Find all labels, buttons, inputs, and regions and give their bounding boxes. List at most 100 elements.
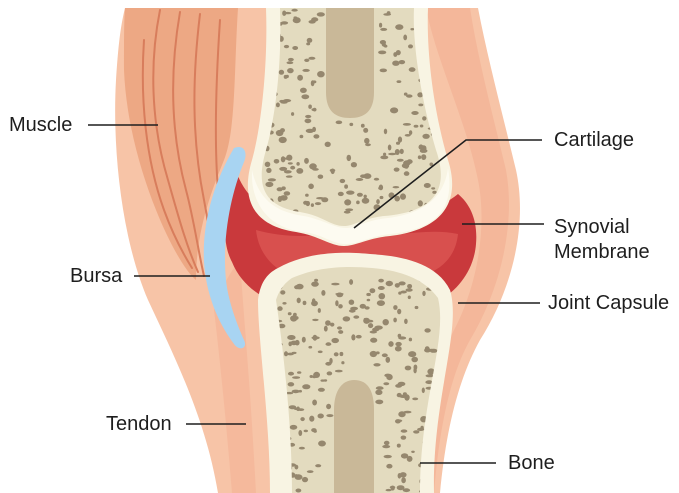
bone-pore: [281, 156, 286, 162]
bone-pore: [356, 335, 362, 339]
bone-pore: [308, 346, 312, 349]
bone-pore: [398, 334, 402, 338]
bone-pore: [308, 184, 314, 190]
bone-pore: [401, 436, 407, 440]
bone-pore: [349, 309, 356, 313]
bone-pore: [276, 103, 280, 108]
bone-pore: [311, 428, 316, 432]
bone-pore: [404, 171, 410, 176]
bone-pore: [309, 163, 317, 169]
bone-pore: [340, 179, 346, 183]
bone-pore: [346, 191, 354, 195]
bone-pore: [327, 371, 333, 375]
bone-pore: [303, 301, 307, 305]
bone-pore: [383, 13, 391, 16]
bone-pore: [375, 400, 383, 405]
bone-pore: [303, 201, 308, 205]
bone-pore: [295, 474, 298, 478]
bone-pore: [335, 300, 338, 306]
bone-pore: [337, 326, 342, 329]
bone-pore: [388, 341, 393, 347]
bone-pore: [411, 111, 418, 115]
bone-pore: [393, 186, 400, 188]
bone-pore: [411, 451, 415, 453]
bone-pore: [430, 349, 433, 352]
label-synovial-line1: Synovial: [554, 215, 650, 240]
label-synovial-membrane: Synovial Membrane: [554, 215, 650, 265]
bone-pore: [397, 159, 404, 162]
bone-pore: [312, 298, 316, 304]
bone-pore: [286, 175, 293, 177]
bone-pore: [357, 193, 363, 197]
bone-pore: [318, 175, 324, 179]
bone-pore: [393, 52, 397, 57]
bone-pore: [300, 88, 307, 93]
label-bursa: Bursa: [70, 264, 122, 288]
bone-pore: [288, 372, 294, 376]
bone-pore: [413, 430, 419, 433]
bone-pore: [390, 486, 396, 489]
bone-pore: [374, 178, 379, 181]
bone-pore: [302, 384, 310, 389]
bone-pore: [281, 186, 285, 190]
bone-pore: [393, 305, 397, 310]
bone-pore: [386, 281, 393, 286]
bone-pore: [351, 162, 357, 167]
bone-pore: [377, 300, 385, 306]
bone-pore: [414, 125, 419, 128]
bone-pore: [386, 357, 391, 363]
bone-pore: [380, 28, 387, 31]
bone-pore: [279, 70, 284, 75]
bone-pore: [415, 306, 419, 309]
bone-pore: [304, 158, 309, 164]
bone-pore: [349, 279, 353, 285]
bone-pore: [338, 330, 343, 334]
bone-pore: [370, 288, 376, 293]
bone-pore: [301, 94, 309, 99]
bone-pore: [308, 57, 315, 60]
bone-pore: [400, 291, 407, 294]
bone-pore: [383, 153, 386, 156]
bone-pore: [308, 105, 312, 109]
bone-pore: [392, 61, 399, 66]
bone-pore: [326, 414, 333, 417]
bone-pore: [375, 390, 382, 395]
bone-pore: [344, 184, 348, 188]
bone-pore: [367, 320, 373, 323]
bone-pore: [329, 358, 332, 364]
bone-pore: [379, 23, 382, 28]
tibia-marrow: [334, 380, 374, 493]
bone-pore: [386, 374, 392, 380]
bone-pore: [408, 296, 411, 300]
bone-pore: [284, 75, 288, 79]
bone-pore: [287, 335, 295, 340]
bone-pore: [408, 44, 413, 48]
bone-pore: [407, 284, 412, 289]
bone-pore: [304, 59, 309, 62]
bone-pore: [356, 201, 360, 205]
bone-pore: [400, 149, 404, 154]
bone-pore: [383, 319, 389, 325]
bone-pore: [420, 149, 428, 153]
bone-pore: [290, 166, 295, 170]
bone-pore: [409, 338, 412, 342]
bone-pore: [395, 149, 400, 155]
bone-pore: [397, 444, 401, 448]
bone-pore: [397, 80, 402, 83]
bone-pore: [432, 191, 436, 194]
bone-pore: [288, 58, 294, 61]
bone-pore: [349, 300, 355, 305]
bone-pore: [379, 293, 386, 299]
bone-pore: [302, 337, 306, 343]
bone-pore: [296, 168, 303, 174]
bone-pore: [395, 283, 400, 288]
bone-pore: [414, 365, 418, 370]
bone-pore: [409, 67, 416, 72]
bone-pore: [422, 134, 429, 139]
bone-pore: [338, 304, 343, 308]
label-cartilage: Cartilage: [554, 128, 634, 152]
bone-pore: [318, 414, 324, 419]
bone-pore: [287, 68, 294, 73]
bone-pore: [291, 9, 297, 12]
bone-pore: [309, 416, 314, 422]
